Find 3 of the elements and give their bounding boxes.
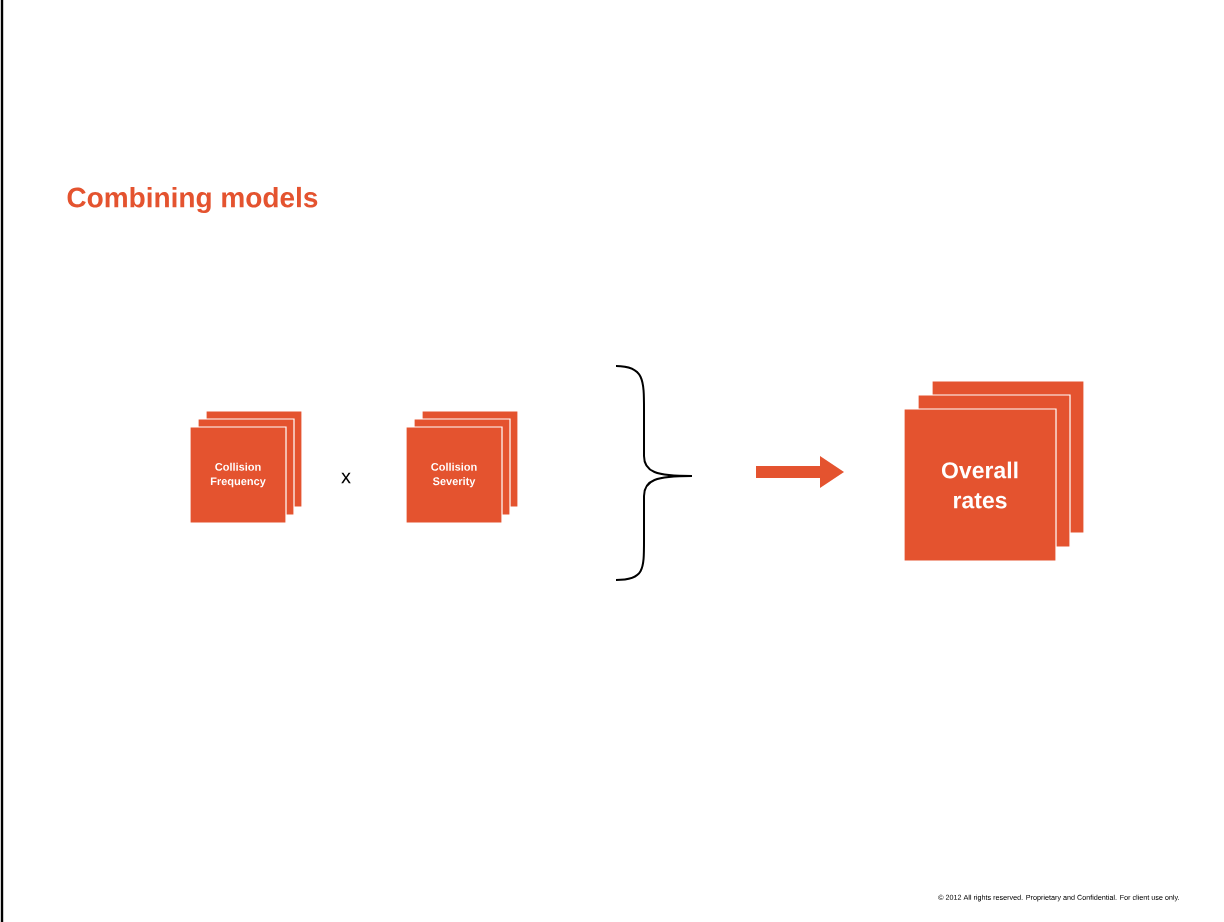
slide-title: Combining models — [67, 186, 318, 214]
stacked-box: Overall rates — [903, 380, 1085, 562]
multiply-sign: x — [341, 472, 351, 484]
